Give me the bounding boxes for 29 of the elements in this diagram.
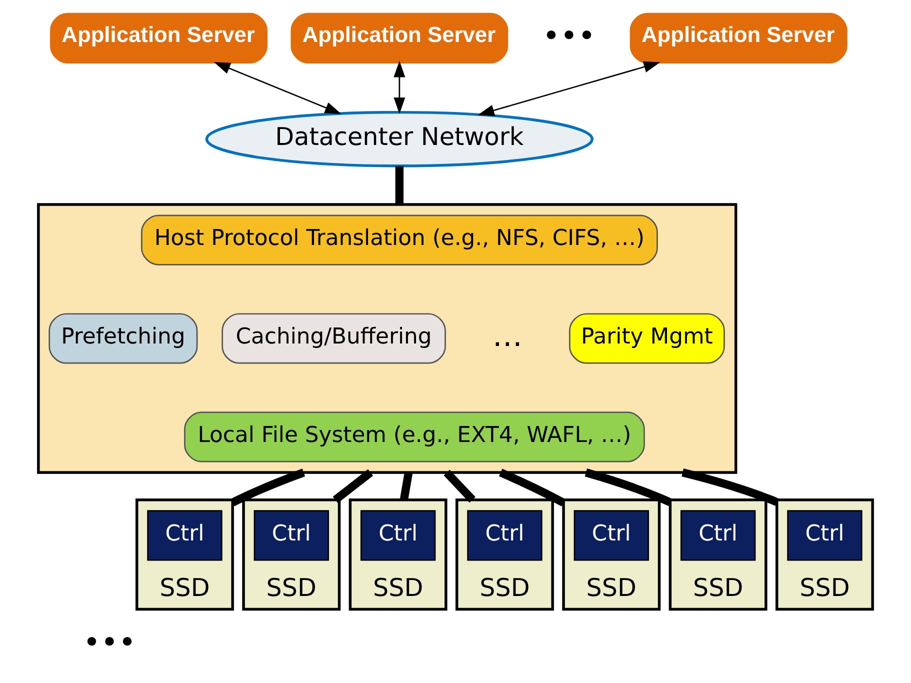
node-box: Ctrl bbox=[787, 510, 862, 561]
node-box: Ctrl bbox=[360, 510, 436, 561]
label: ••• bbox=[542, 18, 596, 54]
arrow bbox=[394, 60, 406, 114]
arrow bbox=[214, 62, 342, 114]
node-ellipse: Datacenter Network bbox=[205, 110, 594, 168]
node-box: Caching/Buffering bbox=[222, 313, 446, 364]
label: … bbox=[492, 319, 523, 354]
node-box: Ctrl bbox=[254, 510, 329, 561]
connector bbox=[584, 468, 672, 506]
connector bbox=[498, 468, 566, 506]
node-box: Parity Mgmt bbox=[569, 313, 725, 364]
label: ••• bbox=[82, 625, 136, 660]
node-box: Ctrl bbox=[680, 510, 756, 561]
connector bbox=[230, 468, 306, 506]
cluster bbox=[37, 203, 738, 474]
connector bbox=[400, 472, 413, 501]
node-box: Local File System (e.g., EXT4, WAFL, …) bbox=[184, 412, 645, 462]
node-box: Application Server bbox=[630, 12, 848, 64]
node-box: Prefetching bbox=[48, 313, 198, 364]
node-box: Ctrl bbox=[147, 510, 222, 561]
node-box: Application Server bbox=[50, 12, 268, 64]
node-box: Ctrl bbox=[574, 510, 649, 561]
node-box: Host Protocol Translation (e.g., NFS, CIFS, …) bbox=[140, 214, 658, 266]
connector bbox=[395, 166, 404, 204]
connector bbox=[444, 470, 476, 503]
arrow bbox=[478, 61, 660, 116]
node-box: Application Server bbox=[290, 12, 508, 64]
node-box: Ctrl bbox=[467, 510, 542, 561]
